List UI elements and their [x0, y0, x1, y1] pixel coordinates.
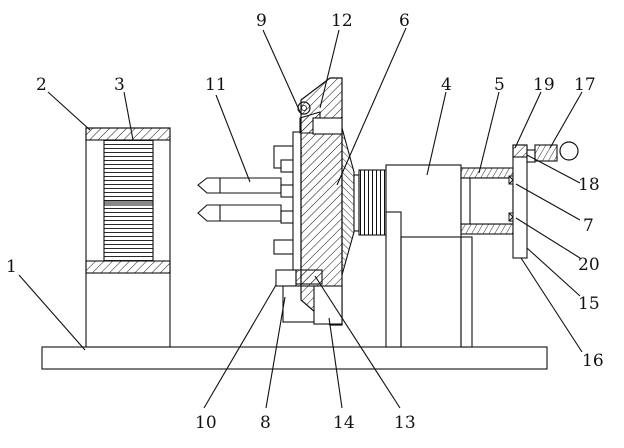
label-18: 18 — [578, 175, 600, 195]
label-14: 14 — [333, 413, 355, 433]
label-3: 3 — [114, 75, 125, 95]
label-19: 19 — [533, 75, 555, 95]
label-1: 1 — [6, 257, 17, 277]
motor-housing — [385, 164, 473, 348]
label-11: 11 — [205, 75, 227, 95]
label-2: 2 — [36, 75, 47, 95]
part-labels: 1 2 3 4 5 6 7 8 9 10 11 12 13 14 15 16 1… — [6, 11, 604, 433]
base-plate — [41, 346, 548, 370]
label-5: 5 — [494, 75, 505, 95]
label-12: 12 — [331, 11, 353, 31]
end-plate — [512, 144, 536, 259]
leader-lines — [18, 27, 583, 409]
label-13: 13 — [394, 413, 416, 433]
label-15: 15 — [578, 294, 600, 314]
label-7: 7 — [583, 216, 594, 236]
label-16: 16 — [582, 351, 604, 371]
adjust-knob — [534, 141, 579, 162]
gripper-jaws — [197, 177, 282, 222]
label-4: 4 — [441, 75, 452, 95]
label-9: 9 — [256, 11, 267, 31]
spring — [358, 169, 387, 236]
clamp-plate — [292, 131, 302, 288]
label-10: 10 — [195, 413, 217, 433]
label-8: 8 — [260, 413, 271, 433]
cone-hub — [341, 127, 355, 276]
left-support — [85, 127, 171, 348]
label-17: 17 — [574, 75, 596, 95]
main-disk — [300, 77, 343, 326]
coil-winding — [103, 139, 154, 202]
label-6: 6 — [399, 11, 410, 31]
label-20: 20 — [578, 255, 600, 275]
threaded-sleeve — [460, 167, 514, 235]
